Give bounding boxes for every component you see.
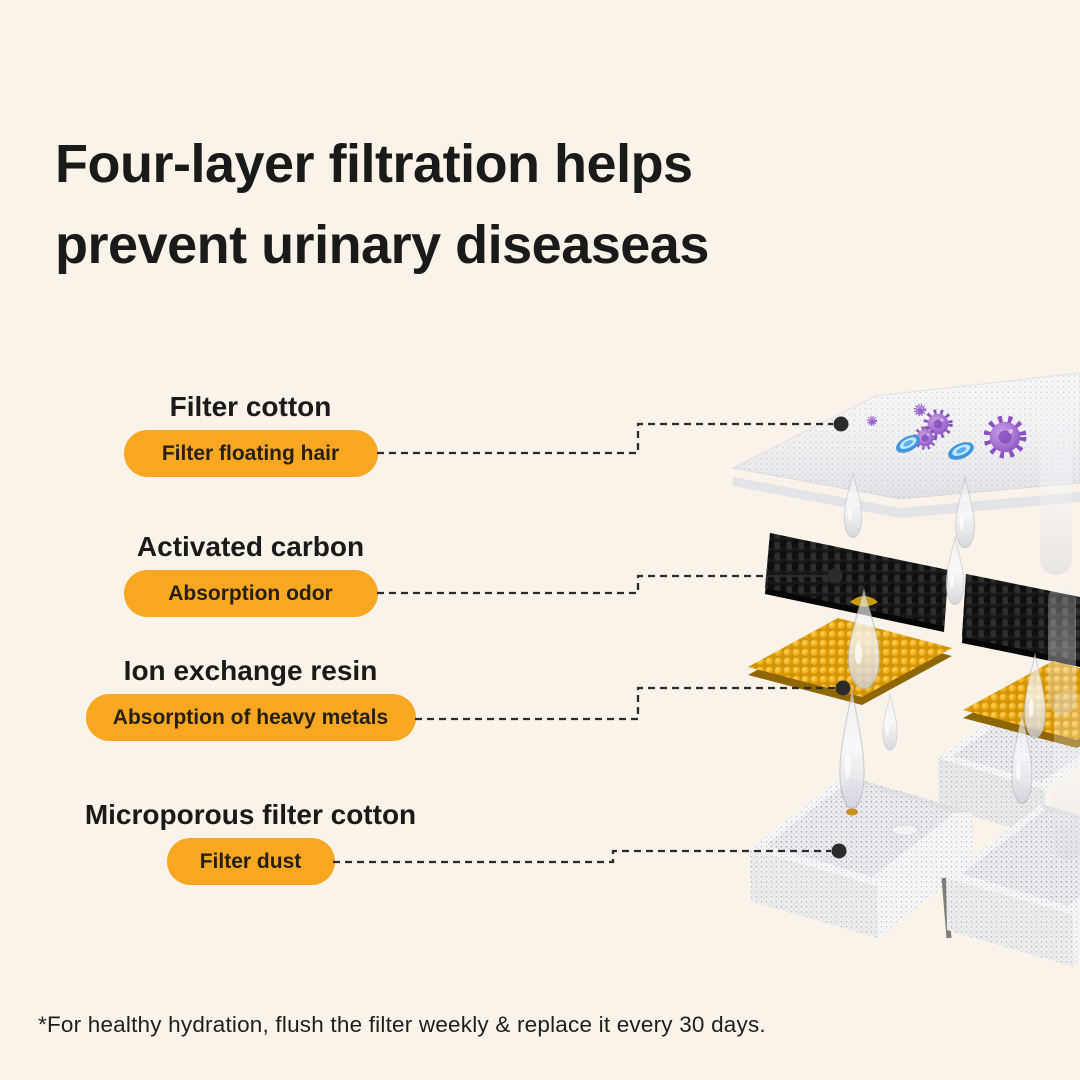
callout-title: Microporous filter cotton	[84, 799, 417, 830]
filter-tray-left	[750, 775, 973, 938]
filter-tray-right	[946, 804, 1080, 967]
connector-dot	[835, 680, 851, 696]
connector-dot	[833, 416, 849, 432]
water-drop-icon	[945, 536, 965, 606]
page-title: Four-layer filtration helps prevent urin…	[55, 124, 709, 286]
water-drop-icon	[1048, 585, 1076, 715]
callout-filter-cotton: Filter cotton Filter floating hair	[0, 390, 501, 477]
connector-line	[377, 422, 833, 455]
connector-dots	[827, 416, 851, 859]
filter-tray-back	[938, 690, 1080, 838]
water-drop-icon	[838, 689, 866, 810]
water-drop-icon	[1040, 395, 1072, 575]
callout-pill: Absorption odor	[123, 570, 378, 617]
callout-title: Ion exchange resin	[123, 655, 378, 686]
water-drop-icon	[882, 693, 898, 751]
connector-dot	[831, 843, 847, 859]
callout-activated-carbon: Activated carbon Absorption odor	[0, 530, 501, 617]
connector-dot	[827, 568, 843, 584]
filter-cotton-sheet	[731, 372, 1080, 518]
callout-pill: Filter floating hair	[123, 430, 378, 477]
callout-pill: Filter dust	[166, 838, 335, 885]
title-line-1: Four-layer filtration helps	[55, 134, 693, 195]
title-line-2: prevent urinary diseaseas	[55, 215, 709, 276]
callout-title: Filter cotton	[169, 391, 332, 422]
callout-pill: Absorption of heavy metals	[85, 694, 416, 741]
water-droplets	[838, 395, 1080, 860]
water-drop-icon	[1023, 653, 1047, 739]
connector-line	[415, 686, 835, 721]
footnote: *For healthy hydration, flush the filter…	[38, 1012, 766, 1037]
connector-lines	[333, 422, 835, 864]
connector-line	[333, 849, 831, 864]
water-drop-icon	[1054, 690, 1080, 860]
callout-ion-exchange-resin: Ion exchange resin Absorption of heavy m…	[0, 654, 501, 741]
callout-title: Activated carbon	[136, 531, 365, 562]
callout-microporous-filter-cotton: Microporous filter cotton Filter dust	[0, 798, 501, 885]
connector-line	[377, 574, 828, 595]
